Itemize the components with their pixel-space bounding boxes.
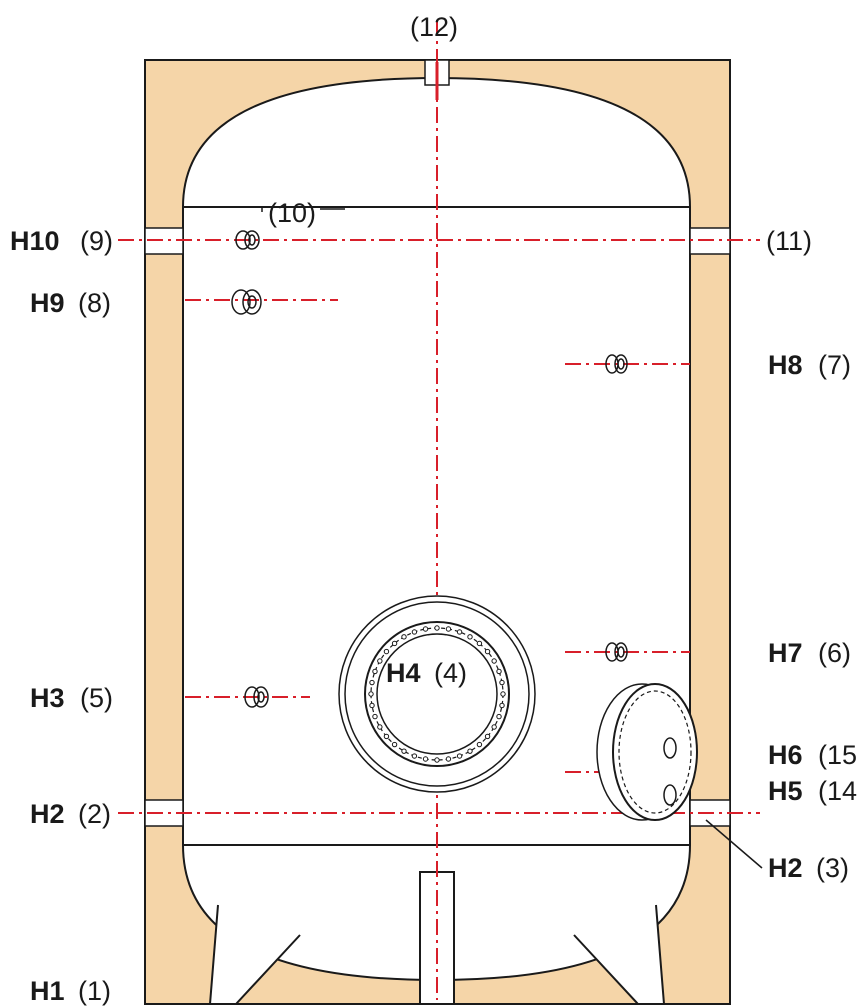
- bolt-icon: [422, 756, 429, 762]
- nozzle-h9: [231, 289, 262, 315]
- bolt-icon: [391, 741, 398, 748]
- nozzle-h8: [605, 354, 628, 374]
- label-h3-code: H3: [30, 683, 65, 713]
- label-h8-num: (7): [818, 350, 851, 380]
- label-h9-num: (8): [78, 288, 111, 318]
- bolt-icon: [383, 648, 390, 655]
- bolt-icon: [499, 702, 505, 709]
- label-h4-num: (4): [434, 658, 467, 688]
- bolt-icon: [491, 724, 497, 730]
- bolt-icon: [377, 658, 383, 664]
- bolt-icon: [383, 733, 390, 740]
- label-h2-right-num: (3): [816, 853, 849, 883]
- nozzle-h7: [605, 642, 628, 662]
- bolt-icon: [456, 629, 463, 635]
- bolt-icon: [369, 702, 375, 709]
- bolt-icon: [496, 713, 502, 720]
- label-h10-code: H10: [10, 226, 60, 256]
- label-h9-code: H9: [30, 288, 65, 318]
- bolt-icon: [500, 691, 506, 697]
- label-h6-code: H6: [768, 740, 803, 770]
- bolt-icon: [372, 668, 378, 675]
- label-n10: (10): [268, 198, 316, 228]
- label-h1-num: (1): [78, 976, 111, 1006]
- label-h8-code: H8: [768, 350, 803, 380]
- bolt-icon: [434, 757, 440, 763]
- label-top-nozzle: (12): [410, 12, 458, 42]
- bolt-icon: [434, 625, 440, 631]
- label-h6-num: (15: [818, 740, 857, 770]
- label-h10-num: (9): [80, 226, 113, 256]
- bolt-icon: [369, 679, 375, 686]
- manhole-flange: [338, 595, 536, 793]
- bolt-icon: [391, 640, 398, 647]
- bolt-icon: [401, 748, 407, 754]
- bolt-icon: [484, 648, 491, 655]
- bolt-icon: [456, 753, 463, 759]
- manhole-bolts: [368, 625, 506, 763]
- nozzle-h10: [235, 230, 260, 250]
- label-h2-left-num: (2): [78, 799, 111, 829]
- nozzle-h3: [244, 686, 269, 708]
- label-h5-code: H5: [768, 776, 803, 806]
- connection-nozzles: [231, 230, 628, 708]
- label-h3-num: (5): [80, 683, 113, 713]
- bolt-icon: [467, 748, 473, 754]
- label-h5-num: (14: [818, 776, 857, 806]
- bolt-icon: [445, 626, 452, 632]
- legs: [208, 871, 666, 1005]
- leader-h2-right: [705, 819, 763, 869]
- bolt-icon: [496, 668, 502, 675]
- side-flange: [596, 683, 698, 821]
- bolt-icon: [411, 629, 418, 635]
- bolt-icon: [484, 733, 491, 740]
- label-n11: (11): [766, 226, 812, 256]
- label-h7-num: (6): [818, 638, 851, 668]
- bolt-icon: [491, 658, 497, 664]
- bolt-icon: [467, 634, 473, 640]
- bolt-icon: [372, 713, 378, 720]
- label-h4-code: H4: [386, 658, 421, 688]
- bolt-icon: [411, 753, 418, 759]
- label-h2-right-code: H2: [768, 853, 803, 883]
- bolt-icon: [401, 634, 407, 640]
- bolt-icon: [377, 724, 383, 730]
- bolt-icon: [476, 741, 483, 748]
- label-h1-code: H1: [30, 976, 65, 1006]
- bolt-icon: [476, 640, 483, 647]
- label-h2-left-code: H2: [30, 799, 65, 829]
- bolt-icon: [422, 626, 429, 632]
- bolt-icon: [499, 679, 505, 686]
- bolt-icon: [368, 691, 374, 697]
- label-h7-code: H7: [768, 638, 803, 668]
- bolt-icon: [445, 756, 452, 762]
